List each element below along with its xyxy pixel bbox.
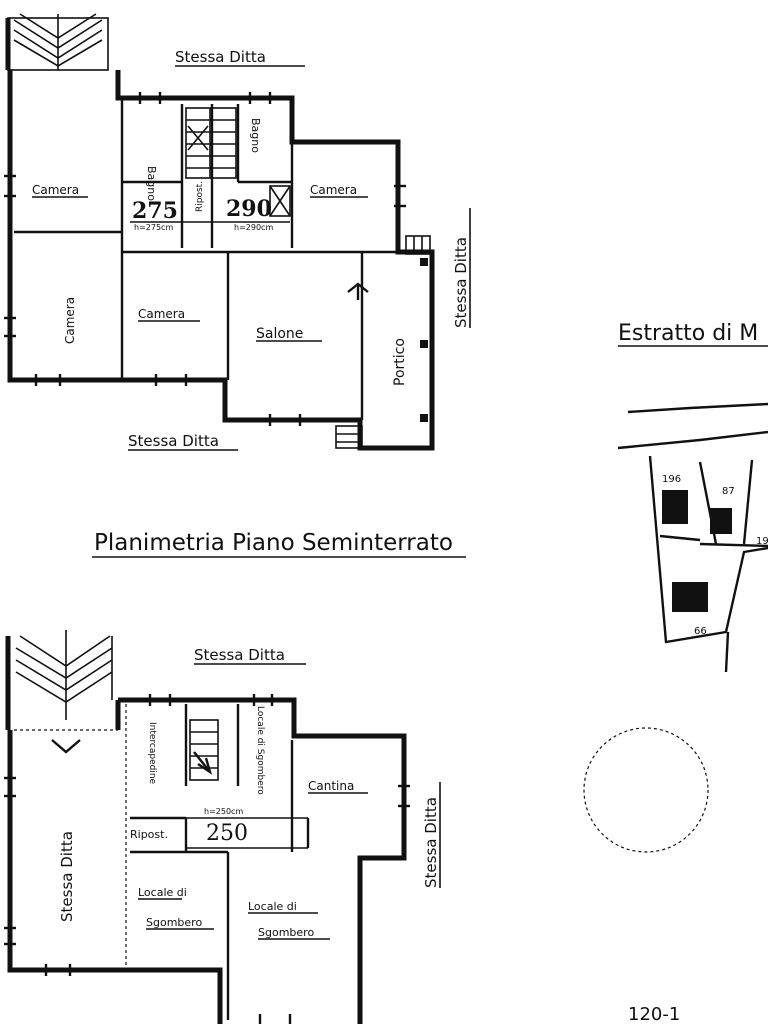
ramp-hatch-bottom [5, 630, 113, 754]
footer-mark: 120-1 [628, 1004, 680, 1024]
ramp-hatch-top [5, 13, 109, 71]
top-floor-plan: Stessa Ditta Stessa Ditta Stessa Ditta B… [4, 13, 471, 451]
room-ripost-basement: Ripost. [130, 828, 168, 841]
room-camera-ne: Camera [310, 183, 357, 197]
north-arrow-circle [583, 727, 709, 853]
room-locale-right-line2: Sgombero [258, 926, 314, 939]
room-portico: Portico [392, 338, 408, 386]
cadastral-extract: Estratto di M 196 87 66 19 120-1 [583, 321, 768, 1024]
parcel-196: 196 [662, 474, 681, 485]
basement-stairs [189, 719, 219, 781]
height-value-right: 290 [226, 196, 272, 222]
basement-floor-plan: Stessa Ditta Stessa Ditta Stessa Ditta I… [4, 630, 441, 1024]
room-ripost-top: Ripost. [195, 181, 205, 212]
room-locale-left-line2: Sgombero [146, 916, 202, 929]
top-neighbor-top: Stessa Ditta [175, 48, 266, 66]
parcel-87: 87 [722, 486, 735, 497]
basement-height-value: 250 [206, 821, 248, 846]
room-locale-left-line1: Locale di [138, 886, 187, 899]
basement-neighbor-right: Stessa Ditta [422, 797, 440, 888]
parcel-19: 19 [756, 536, 768, 547]
room-camera-w: Camera [63, 297, 77, 344]
height-note-left: h=275cm [134, 223, 173, 232]
top-stairs [185, 107, 237, 179]
room-bagno-left: Bagno [145, 166, 158, 201]
plan-title-seminterrato: Planimetria Piano Seminterrato [94, 530, 453, 556]
basement-neighbor-top: Stessa Ditta [194, 646, 285, 664]
room-camera-nw: Camera [32, 183, 79, 197]
basement-height-note: h=250cm [204, 807, 243, 816]
top-walls [4, 70, 435, 451]
room-intercapedine: Intercapedine [147, 722, 157, 785]
parcel-66: 66 [694, 626, 707, 637]
room-bagno-right: Bagno [249, 118, 262, 153]
room-camera-mid: Camera [138, 307, 185, 321]
room-cantina: Cantina [308, 779, 354, 793]
basement-neighbor-left: Stessa Ditta [58, 831, 76, 922]
room-salone: Salone [256, 326, 303, 342]
room-locale-sgombero-top: Locale di Sgombero [255, 706, 265, 795]
height-note-right: h=290cm [234, 223, 273, 232]
extract-title: Estratto di M [618, 321, 758, 346]
height-value-left: 275 [132, 198, 178, 224]
basement-walls [4, 694, 410, 1024]
room-locale-right-line1: Locale di [248, 900, 297, 913]
top-neighbor-bottom: Stessa Ditta [128, 432, 219, 450]
top-neighbor-right: Stessa Ditta [452, 237, 470, 328]
